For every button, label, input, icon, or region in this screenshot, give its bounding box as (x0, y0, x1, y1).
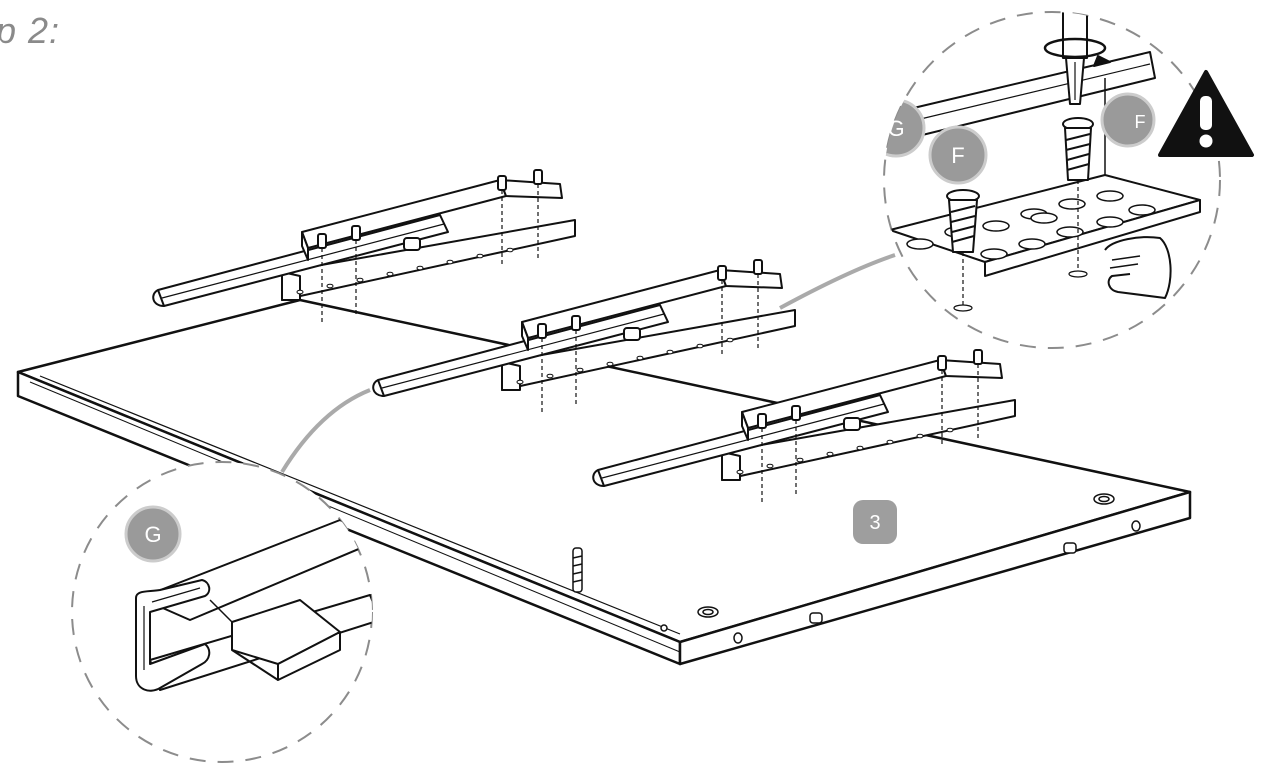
dowel (572, 547, 583, 593)
detail-circle-left: G (71, 461, 373, 763)
connector-right (779, 253, 896, 310)
connector-left (280, 388, 371, 474)
board-fittings (660, 493, 1141, 644)
part-label-f-right: F (1135, 112, 1146, 132)
panel-number-label: 3 (869, 512, 880, 534)
runner-1 (152, 169, 576, 324)
part-label-g-detail: G (887, 116, 904, 141)
panel-number-badge: 3 (853, 500, 897, 544)
step-title: p 2: (0, 10, 61, 51)
part-label-f: F (951, 143, 964, 168)
rotate-arrow-icon (1043, 37, 1111, 67)
screw-right (1062, 117, 1094, 278)
part-label-g: G (144, 522, 161, 547)
runner-3 (592, 349, 1016, 504)
detail-circle-right: G F F (883, 11, 1221, 349)
drawer-runners (152, 169, 1016, 504)
hand-icon (1104, 236, 1172, 299)
screw-left (946, 189, 980, 312)
runner-2 (372, 259, 796, 414)
warning-icon (1158, 70, 1254, 157)
